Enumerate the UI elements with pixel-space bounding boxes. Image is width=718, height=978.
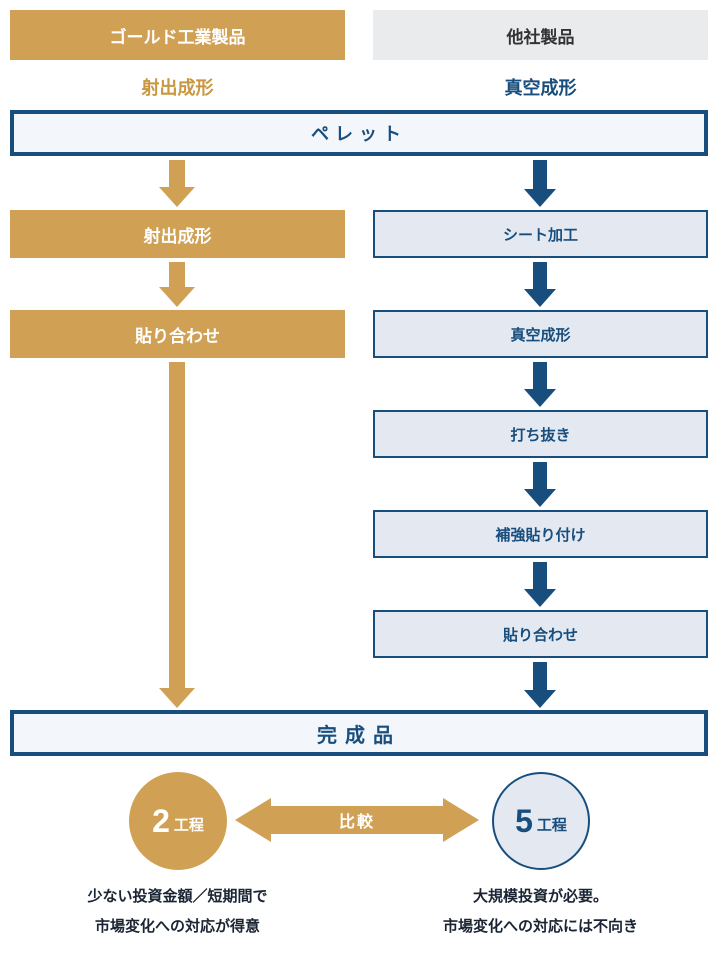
right-step-box: 打ち抜き bbox=[373, 410, 708, 458]
right-step-box: 補強貼り付け bbox=[373, 510, 708, 558]
arrow-shaft bbox=[169, 262, 185, 287]
method-label-right: 真空成形 bbox=[504, 78, 577, 98]
arrow-shaft bbox=[169, 362, 185, 688]
right-step-box: シート加工 bbox=[373, 210, 708, 258]
arrow-shaft bbox=[533, 262, 547, 289]
caption-left-line2: 市場変化への対応が得意 bbox=[94, 918, 260, 935]
down-arrow-gold-long bbox=[159, 362, 195, 708]
comparison-double-arrow: 比較 bbox=[235, 798, 479, 842]
method-label-left: 射出成形 bbox=[141, 78, 214, 98]
step-count-unit-right: 工程 bbox=[536, 816, 567, 834]
down-arrow-navy bbox=[524, 662, 556, 708]
down-arrow-navy bbox=[524, 562, 556, 607]
caption-right-line1: 大規模投資が必要。 bbox=[472, 888, 608, 905]
start-box-pellet: ペレット bbox=[10, 110, 708, 156]
arrow-head bbox=[524, 289, 556, 307]
left-step-box: 貼り合わせ bbox=[10, 310, 345, 358]
arrow-shaft bbox=[533, 562, 547, 589]
arrow-shaft bbox=[533, 362, 547, 389]
caption-right-line2: 市場変化への対応には不向き bbox=[442, 918, 638, 935]
step-count-circle-left: 2 工程 bbox=[129, 772, 227, 870]
step-count-number-left: 2 bbox=[152, 803, 170, 839]
down-arrow-gold bbox=[159, 160, 195, 207]
arrow-head bbox=[524, 690, 556, 708]
down-arrow-navy bbox=[524, 160, 556, 207]
arrow-head bbox=[524, 589, 556, 607]
arrow-shaft bbox=[533, 462, 547, 489]
company-header-right: 他社製品 bbox=[373, 10, 708, 60]
arrow-head-left bbox=[235, 798, 271, 842]
arrow-shaft bbox=[533, 662, 547, 690]
down-arrow-navy bbox=[524, 362, 556, 407]
step-count-unit-left: 工程 bbox=[173, 816, 204, 834]
arrow-head bbox=[159, 187, 195, 207]
arrow-head bbox=[159, 287, 195, 307]
arrow-head bbox=[159, 688, 195, 708]
down-arrow-gold bbox=[159, 262, 195, 307]
caption-left: 少ない投資金額／短期間で 市場変化への対応が得意 bbox=[10, 882, 345, 942]
comparison-label: 比較 bbox=[271, 806, 443, 834]
caption-left-line1: 少ない投資金額／短期間で bbox=[87, 888, 268, 905]
arrow-shaft bbox=[533, 160, 547, 189]
company-header-left: ゴールド工業製品 bbox=[10, 10, 345, 60]
arrow-head bbox=[524, 489, 556, 507]
caption-right: 大規模投資が必要。 市場変化への対応には不向き bbox=[373, 882, 708, 942]
step-count-number-right: 5 bbox=[515, 803, 533, 839]
arrow-shaft bbox=[169, 160, 185, 187]
right-step-box: 貼り合わせ bbox=[373, 610, 708, 658]
left-step-box: 射出成形 bbox=[10, 210, 345, 258]
arrow-head-right bbox=[443, 798, 479, 842]
down-arrow-navy bbox=[524, 462, 556, 507]
end-box-finished-product: 完成品 bbox=[10, 710, 708, 756]
right-step-box: 真空成形 bbox=[373, 310, 708, 358]
step-count-circle-right: 5 工程 bbox=[492, 772, 590, 870]
down-arrow-navy bbox=[524, 262, 556, 307]
arrow-head bbox=[524, 389, 556, 407]
arrow-head bbox=[524, 189, 556, 207]
